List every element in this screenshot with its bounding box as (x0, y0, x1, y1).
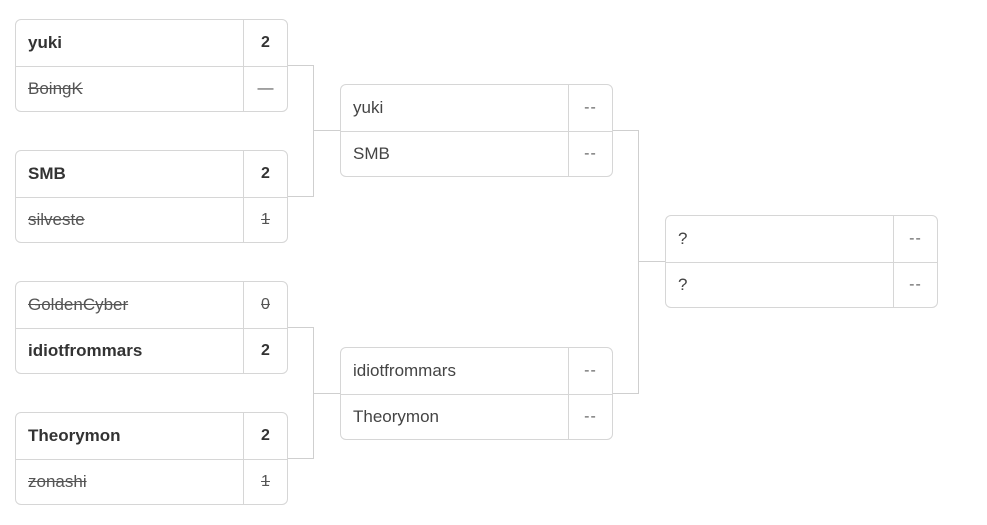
match-r1-2[interactable]: SMB 2 silveste 1 (15, 150, 288, 243)
participant-name: idiotfrommars (353, 361, 456, 380)
match-r1-3[interactable]: GoldenCyber 0 idiotfrommars 2 (15, 281, 288, 374)
match-r1-1[interactable]: yuki 2 BoingK — (15, 19, 288, 112)
match-r1-4[interactable]: Theorymon 2 zonashi 1 (15, 412, 288, 505)
connector-line (288, 458, 314, 459)
participant-score: 0 (243, 282, 287, 328)
participant-row[interactable]: GoldenCyber 0 (16, 282, 287, 329)
participant-name: zonashi (28, 471, 87, 491)
participant-score: 1 (243, 197, 287, 242)
participant-name: SMB (353, 143, 390, 163)
participant-score: -- (568, 348, 612, 394)
participant-name: ? (678, 274, 688, 294)
participant-score: -- (893, 216, 937, 262)
participant-name: idiotfrommars (28, 340, 143, 360)
connector-line (313, 393, 340, 394)
participant-row[interactable]: Theorymon 2 (16, 413, 287, 460)
participant-name: silveste (28, 209, 85, 229)
participant-row[interactable]: BoingK — (16, 66, 287, 111)
participant-row[interactable]: SMB -- (341, 131, 612, 176)
participant-name: yuki (353, 98, 384, 117)
match-r2-2[interactable]: idiotfrommars -- Theorymon -- (340, 347, 613, 440)
connector-line (288, 196, 314, 197)
match-r2-1[interactable]: yuki -- SMB -- (340, 84, 613, 177)
participant-name: Theorymon (353, 406, 439, 426)
participant-score: 2 (243, 20, 287, 66)
participant-score: 2 (243, 151, 287, 197)
participant-score: 2 (243, 413, 287, 459)
participant-row[interactable]: ? -- (666, 262, 937, 307)
participant-score: -- (893, 262, 937, 307)
participant-name: ? (678, 229, 688, 248)
participant-row[interactable]: yuki 2 (16, 20, 287, 67)
participant-row[interactable]: silveste 1 (16, 197, 287, 242)
participant-name: yuki (28, 33, 63, 52)
participant-name: BoingK (28, 78, 83, 98)
connector-line (313, 65, 314, 197)
participant-row[interactable]: zonashi 1 (16, 459, 287, 504)
participant-score: — (243, 66, 287, 111)
connector-line (288, 327, 314, 328)
participant-row[interactable]: yuki -- (341, 85, 612, 132)
participant-row[interactable]: SMB 2 (16, 151, 287, 198)
participant-row[interactable]: idiotfrommars -- (341, 348, 612, 395)
connector-line (613, 130, 639, 131)
connector-line (313, 130, 340, 131)
participant-name: Theorymon (28, 426, 121, 445)
participant-score: 2 (243, 328, 287, 373)
connector-line (613, 393, 639, 394)
participant-row[interactable]: ? -- (666, 216, 937, 263)
participant-row[interactable]: idiotfrommars 2 (16, 328, 287, 373)
connector-line (288, 65, 314, 66)
participant-score: -- (568, 394, 612, 439)
connector-line (638, 261, 665, 262)
participant-row[interactable]: Theorymon -- (341, 394, 612, 439)
participant-score: 1 (243, 459, 287, 504)
participant-name: SMB (28, 164, 66, 183)
participant-name: GoldenCyber (28, 295, 129, 314)
participant-score: -- (568, 131, 612, 176)
connector-line (638, 130, 639, 394)
match-final[interactable]: ? -- ? -- (665, 215, 938, 308)
participant-score: -- (568, 85, 612, 131)
